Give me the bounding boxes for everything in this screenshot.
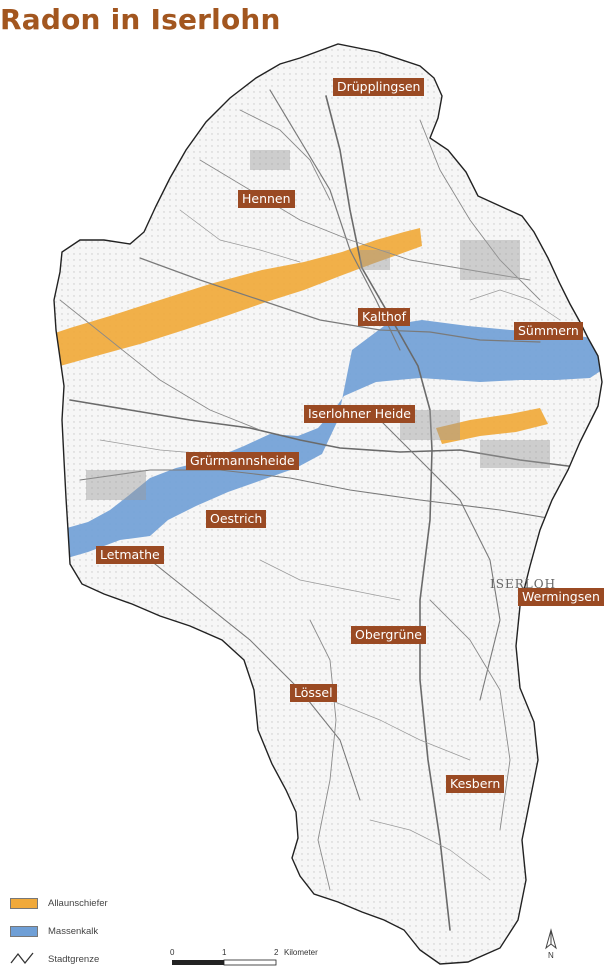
allaunschiefer-swatch (10, 897, 38, 909)
allaunschiefer-band-west (54, 228, 422, 370)
place-label: Lössel (290, 684, 337, 702)
scale-bar (172, 959, 277, 966)
place-label: Hennen (238, 190, 295, 208)
north-arrow-icon (545, 928, 557, 950)
boundary-line-icon (10, 952, 34, 965)
built-up-area (86, 150, 550, 500)
legend-item-allaunschiefer: Allaunschiefer (10, 896, 108, 910)
place-label: Kesbern (446, 775, 505, 793)
legend-label: Massenkalk (48, 925, 99, 937)
scale-tick-label: 1 (222, 948, 227, 957)
scale-tick-label: 2 (274, 948, 279, 957)
massenkalk-area (54, 320, 602, 566)
scale-tick-label: 0 (170, 948, 175, 957)
place-label: Drüpplingsen (333, 78, 425, 96)
place-label: Obergrüne (351, 626, 426, 644)
place-label: Oestrich (206, 510, 267, 528)
place-label: Iserlohner Heide (304, 405, 415, 423)
north-label: N (548, 951, 554, 960)
map-text-iserlohn: ISERLOH (490, 577, 556, 591)
place-label: Letmathe (96, 546, 164, 564)
legend-item-massenkalk: Massenkalk (10, 924, 98, 938)
massenkalk-swatch (10, 925, 38, 937)
place-label: Wermingsen (518, 588, 604, 606)
road-network (59, 89, 601, 931)
place-label: Grürmannsheide (186, 452, 299, 470)
map-title: Radon in Iserlohn (0, 3, 281, 36)
place-label: Kalthof (358, 308, 410, 326)
allaunschiefer-band-east (436, 408, 548, 444)
place-label: Sümmern (514, 322, 583, 340)
city-boundary (53, 43, 603, 965)
scale-unit: Kilometer (284, 948, 318, 957)
legend-label: Stadtgrenze (48, 953, 100, 965)
legend-label: Allaunschiefer (48, 897, 108, 909)
legend-item-stadtgrenze: Stadtgrenze (38, 952, 99, 966)
